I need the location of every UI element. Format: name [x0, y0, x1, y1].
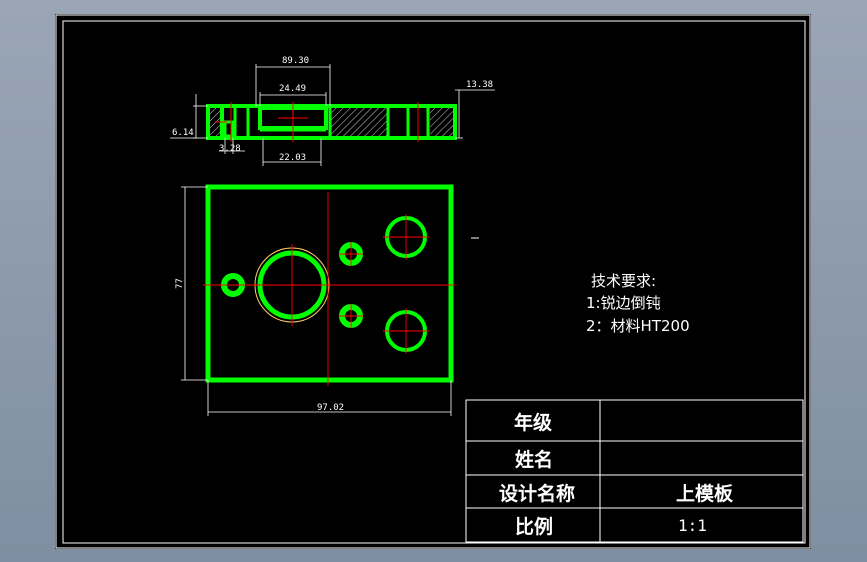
notes-item-2: 2：材料HT200: [586, 317, 690, 335]
dim-top-lower: 22.03: [279, 153, 306, 163]
notes-item-1: 1:锐边倒钝: [586, 294, 661, 312]
dim-top-inner: 24.49: [279, 84, 306, 94]
tb-design-value: 上模板: [676, 482, 734, 505]
section-view: [206, 102, 457, 142]
outer-frame: [55, 14, 811, 549]
dim-top-total: 89.30: [282, 56, 309, 66]
dim-right-height: 13.38: [466, 80, 493, 90]
plan-centerlines: [203, 192, 455, 386]
plate-outline: [205, 184, 454, 383]
section-dimensions: [170, 64, 495, 166]
title-block: [465, 399, 804, 543]
tb-scale-label: 比例: [515, 515, 553, 538]
cad-drawing: 89.30 24.49 22.03 13.38 6.14 3.28: [55, 14, 811, 549]
section-hatch-right: [430, 108, 454, 136]
dim-left-height: 6.14: [172, 128, 194, 138]
plan-view: [205, 184, 454, 383]
drawing-canvas[interactable]: 89.30 24.49 22.03 13.38 6.14 3.28: [55, 14, 811, 549]
tb-design-label: 设计名称: [499, 482, 575, 505]
tb-grade-label: 年级: [514, 411, 552, 434]
plan-dimensions: [181, 186, 452, 416]
tb-scale-value: 1:1: [678, 516, 707, 535]
inner-frame: [62, 20, 806, 544]
dim-plate-height: 77: [175, 278, 185, 289]
notes-title: 技术要求:: [591, 272, 656, 290]
tb-name-label: 姓名: [515, 448, 553, 471]
section-hatch-mid: [330, 108, 388, 136]
dim-left-small: 3.28: [219, 144, 241, 154]
section-small-hole: [223, 120, 235, 138]
dim-plate-width: 97.02: [317, 403, 344, 413]
